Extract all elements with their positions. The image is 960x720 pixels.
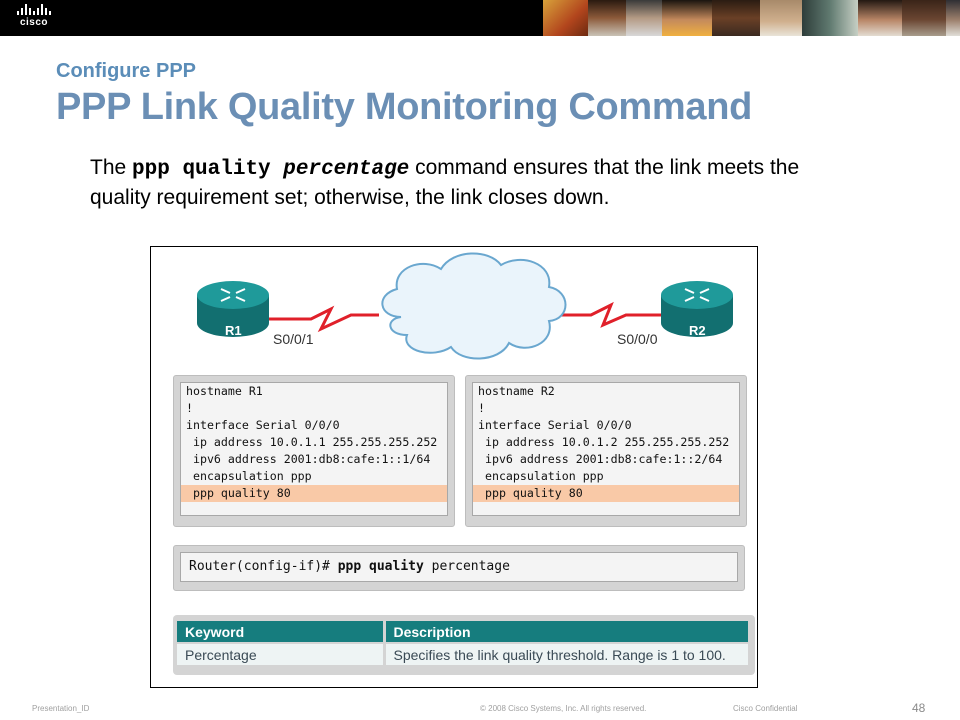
- r2-interface-label: S0/0/0: [617, 331, 658, 347]
- config-line: interface Serial 0/0/0: [186, 418, 340, 432]
- config-line: !: [186, 401, 193, 415]
- page-number: 48: [912, 701, 926, 715]
- network-topology-diagram: [197, 252, 733, 360]
- footer-confidential: Cisco Confidential: [733, 704, 798, 713]
- r1-config-panel: hostname R1! interface Serial 0/0/0 ip ad…: [173, 375, 455, 527]
- logo-text: cisco: [19, 17, 49, 28]
- serial-link-r2: [555, 301, 661, 328]
- body-text-post: command ensures that the link meets the …: [90, 156, 800, 209]
- table-header-row: Keyword Description: [177, 621, 751, 643]
- highlighted-config-line: ppp quality 80: [181, 485, 447, 502]
- config-line: hostname R2: [478, 384, 555, 398]
- cell-keyword: Percentage: [177, 642, 386, 665]
- cisco-bridge-icon: [14, 4, 54, 15]
- footer-copyright: © 2008 Cisco Systems, Inc. All rights re…: [480, 704, 647, 713]
- serial-link-r1: [269, 305, 379, 333]
- syntax-prompt: Router(config-if)#: [189, 559, 338, 574]
- config-line: encapsulation ppp: [186, 469, 312, 483]
- header-keyword: Keyword: [177, 621, 386, 643]
- highlighted-config-line: ppp quality 80: [473, 485, 739, 502]
- wan-cloud-icon: [381, 252, 567, 360]
- command-syntax-panel: Router(config-if)# ppp quality percentag…: [173, 545, 745, 591]
- command-syntax: Router(config-if)# ppp quality percentag…: [180, 552, 738, 582]
- cell-description: Specifies the link quality threshold. Ra…: [384, 642, 751, 665]
- syntax-command: ppp quality: [337, 559, 424, 574]
- body-paragraph: The ppp quality percentage command ensur…: [90, 154, 820, 212]
- config-line: interface Serial 0/0/0: [478, 418, 632, 432]
- slide-title: PPP Link Quality Monitoring Command: [56, 86, 753, 128]
- keyword-table: Keyword Description Percentage Specifies…: [177, 621, 751, 665]
- config-line: ip address 10.0.1.2 255.255.255.252: [478, 435, 730, 449]
- r2-config-code: hostname R2! interface Serial 0/0/0 ip ad…: [472, 382, 740, 516]
- command-argument: percentage: [283, 158, 410, 181]
- table-row: Percentage Specifies the link quality th…: [177, 642, 751, 665]
- r2-config-panel: hostname R2! interface Serial 0/0/0 ip ad…: [465, 375, 747, 527]
- topology-figure: R1 R2 S0/0/1 S0/0/0 hostname R1! interfac…: [150, 246, 758, 688]
- config-line: !: [478, 401, 485, 415]
- router-r1-label: R1: [225, 323, 242, 338]
- r1-interface-label: S0/0/1: [273, 331, 314, 347]
- body-text-pre: The: [90, 156, 133, 179]
- keyword-table-panel: Keyword Description Percentage Specifies…: [173, 615, 755, 675]
- header-banner: cisco: [0, 0, 960, 36]
- cisco-logo: cisco: [14, 4, 54, 32]
- config-line: hostname R1: [186, 384, 263, 398]
- header-description: Description: [384, 621, 751, 643]
- config-line: ip address 10.0.1.1 255.255.255.252: [186, 435, 438, 449]
- config-line: ipv6 address 2001:db8:cafe:1::2/64: [478, 452, 723, 466]
- people-photo-strip: [543, 0, 960, 36]
- footer-presentation-id: Presentation_ID: [32, 704, 90, 713]
- command-keyword: ppp quality: [132, 158, 284, 181]
- config-line: encapsulation ppp: [478, 469, 604, 483]
- syntax-argument: percentage: [423, 559, 510, 574]
- router-r1-icon: [197, 281, 269, 337]
- router-r2-icon: [661, 281, 733, 337]
- slide-subtitle: Configure PPP: [56, 60, 197, 82]
- r1-config-code: hostname R1! interface Serial 0/0/0 ip ad…: [180, 382, 448, 516]
- router-r2-label: R2: [689, 323, 706, 338]
- config-line: ipv6 address 2001:db8:cafe:1::1/64: [186, 452, 431, 466]
